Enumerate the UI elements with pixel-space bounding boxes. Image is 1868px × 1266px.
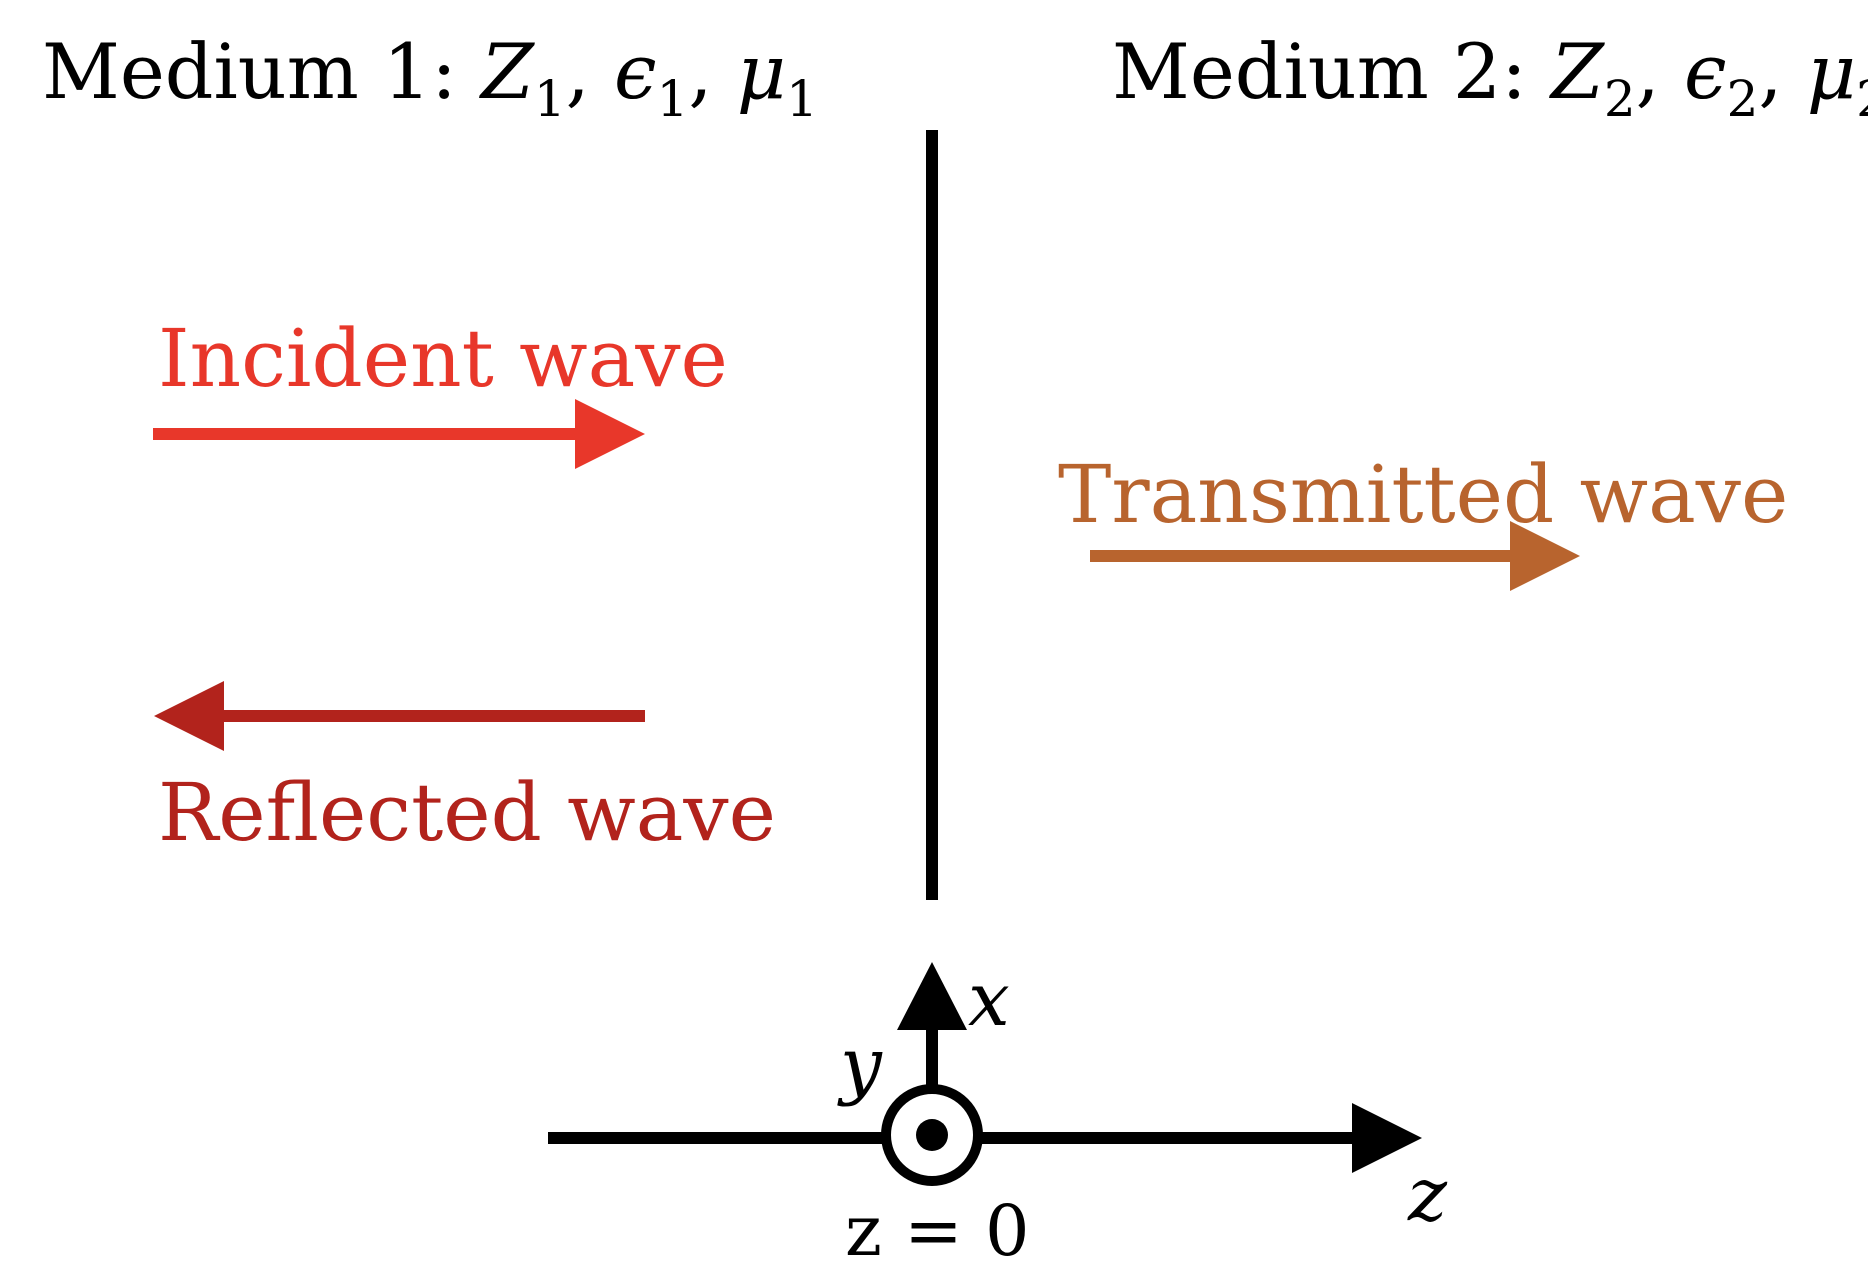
transmitted-wave-arrow: [1090, 521, 1580, 591]
circle-dot-icon: [881, 1084, 983, 1186]
y-axis-label: y: [837, 1022, 883, 1108]
incident-arrow-head: [575, 399, 645, 469]
medium-1-epsilon-subscript: 1: [657, 70, 689, 128]
medium-2-mu-symbol: μ: [1807, 27, 1856, 116]
transmitted-wave-label: Transmitted wave: [1058, 448, 1788, 541]
x-axis-label: x: [968, 957, 1010, 1043]
y-axis-dot: [916, 1119, 948, 1151]
medium-1-prefix: Medium 1:: [42, 27, 481, 116]
medium-1-title: Medium 1: Z1, ϵ1, μ1: [42, 27, 818, 128]
medium-2-mu-subscript: 2: [1856, 70, 1868, 128]
transmitted-arrow-head: [1510, 521, 1580, 591]
z-axis-arrow-head: [1352, 1103, 1422, 1173]
medium-1-z-symbol: Z: [479, 27, 535, 116]
medium-2-epsilon-subscript: 2: [1727, 70, 1759, 128]
medium-1-separator-b: ,: [688, 27, 736, 116]
medium-1-mu-subscript: 1: [786, 70, 818, 128]
x-axis-arrow-head: [897, 962, 967, 1030]
medium-2-separator-a: ,: [1636, 27, 1684, 116]
origin-label: z = 0: [845, 1190, 1030, 1266]
z-axis-label: z: [1407, 1152, 1448, 1238]
medium-2-z-subscript: 2: [1604, 70, 1636, 128]
medium-2-epsilon-symbol: ϵ: [1684, 27, 1727, 116]
medium-1-mu-symbol: μ: [737, 27, 786, 116]
incident-wave-label: Incident wave: [158, 312, 728, 405]
medium-2-z-symbol: Z: [1549, 27, 1605, 116]
reflected-wave-label: Reflected wave: [158, 766, 776, 859]
medium-2-prefix: Medium 2:: [1112, 27, 1551, 116]
medium-1-separator-a: ,: [566, 27, 614, 116]
medium-2-title: Medium 2: Z2, ϵ2, μ2: [1112, 27, 1868, 128]
medium-1-epsilon-symbol: ϵ: [614, 27, 657, 116]
medium-1-z-subscript: 1: [534, 70, 566, 128]
coordinate-axes: [548, 962, 1422, 1186]
medium-2-separator-b: ,: [1758, 27, 1806, 116]
reflected-arrow-head: [154, 681, 224, 751]
reflected-wave-arrow: [154, 681, 645, 751]
incident-wave-arrow: [153, 399, 645, 469]
